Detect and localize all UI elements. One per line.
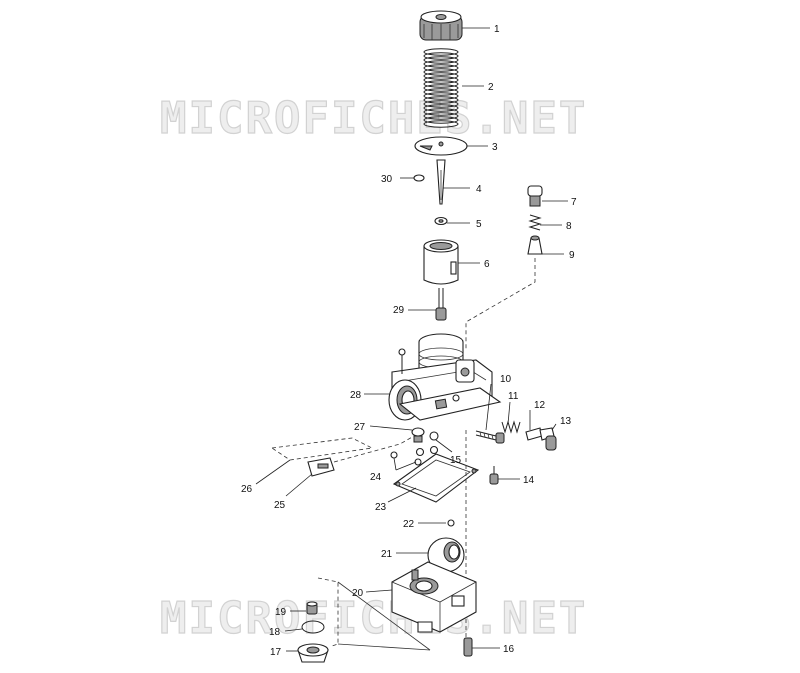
part-17-drain-plug <box>297 643 329 663</box>
watermark-bottom: MICROFICHES.NET <box>160 593 587 644</box>
spring-coil <box>423 68 459 76</box>
callout-9: 9 <box>569 250 575 261</box>
part-2-spring <box>423 48 459 128</box>
spring-coil <box>423 56 459 64</box>
part-3-plate <box>414 136 468 156</box>
spring-coil <box>423 100 459 108</box>
part-6-throttle-slide <box>423 239 459 285</box>
callout-25: 25 <box>274 500 286 511</box>
callout-11: 11 <box>508 391 519 402</box>
callout-16: 16 <box>503 644 515 655</box>
part-14-screw <box>489 466 499 485</box>
spring-coil <box>423 84 459 92</box>
part-18-o-ring <box>301 620 325 634</box>
callout-28: 28 <box>350 390 362 401</box>
spring-coil <box>423 108 459 116</box>
watermark-top: MICROFICHES.NET <box>160 93 587 144</box>
callout-labels: 1 2 3 4 5 6 7 8 9 10 11 12 13 14 15 16 1… <box>241 24 577 658</box>
callout-22: 22 <box>403 519 415 530</box>
part-23-gasket <box>392 453 480 503</box>
spring-coil <box>423 72 459 80</box>
callout-24: 24 <box>370 472 382 483</box>
callout-4: 4 <box>476 184 482 195</box>
part-13-screw-head <box>539 427 557 451</box>
part-22-ball <box>447 519 455 527</box>
spring-coil <box>423 64 459 72</box>
carburetor-body <box>388 333 502 421</box>
part-4-needle <box>436 159 446 205</box>
callout-29: 29 <box>393 305 405 316</box>
callout-14: 14 <box>523 475 535 486</box>
callout-2: 2 <box>488 82 494 93</box>
spring-coil <box>423 88 459 96</box>
spring-coil <box>423 104 459 112</box>
callout-6: 6 <box>484 259 490 270</box>
callout-18: 18 <box>269 627 281 638</box>
spring-coil <box>423 52 459 60</box>
spring-coil <box>423 48 459 56</box>
part-20-float-bowl <box>391 561 477 633</box>
callout-23: 23 <box>375 502 387 513</box>
callout-12: 12 <box>534 400 546 411</box>
part-9-jet <box>527 235 543 255</box>
spring-coil <box>423 80 459 88</box>
part-26-bracket <box>270 437 374 461</box>
callout-26: 26 <box>241 484 253 495</box>
spring-coil <box>423 96 459 104</box>
part-27-fitting <box>411 427 425 443</box>
callout-3: 3 <box>492 142 498 153</box>
callout-10: 10 <box>500 374 512 385</box>
part-30-clip <box>413 174 425 182</box>
spring-coil <box>423 120 459 128</box>
callout-8: 8 <box>566 221 572 232</box>
spring-coil <box>423 116 459 124</box>
part-21-float <box>427 537 465 573</box>
part-10-screw <box>475 430 505 444</box>
callout-15: 15 <box>450 455 462 466</box>
spring-coil <box>423 76 459 84</box>
callout-27: 27 <box>354 422 366 433</box>
callout-7: 7 <box>571 197 577 208</box>
part-19-plug <box>306 601 318 615</box>
part-16-screw <box>463 637 473 657</box>
part-5-washer <box>434 216 448 226</box>
callout-5: 5 <box>476 219 482 230</box>
callout-19: 19 <box>275 607 287 618</box>
spring-coil <box>423 112 459 120</box>
part-7-adjuster <box>527 185 543 207</box>
callout-17: 17 <box>270 647 282 658</box>
callout-20: 20 <box>352 588 364 599</box>
part-11-spring <box>501 420 521 434</box>
callout-21: 21 <box>381 549 393 560</box>
part-29-screw <box>435 288 447 321</box>
part-15-fitting <box>415 431 439 457</box>
spring-coil <box>423 60 459 68</box>
part-1-cap <box>419 10 463 41</box>
part-25-link <box>307 457 335 477</box>
callout-leaders <box>255 27 568 652</box>
callout-13: 13 <box>560 416 572 427</box>
callout-1: 1 <box>494 24 500 35</box>
part-8-spring <box>528 214 542 231</box>
callout-30: 30 <box>381 174 393 185</box>
spring-coil <box>423 92 459 100</box>
